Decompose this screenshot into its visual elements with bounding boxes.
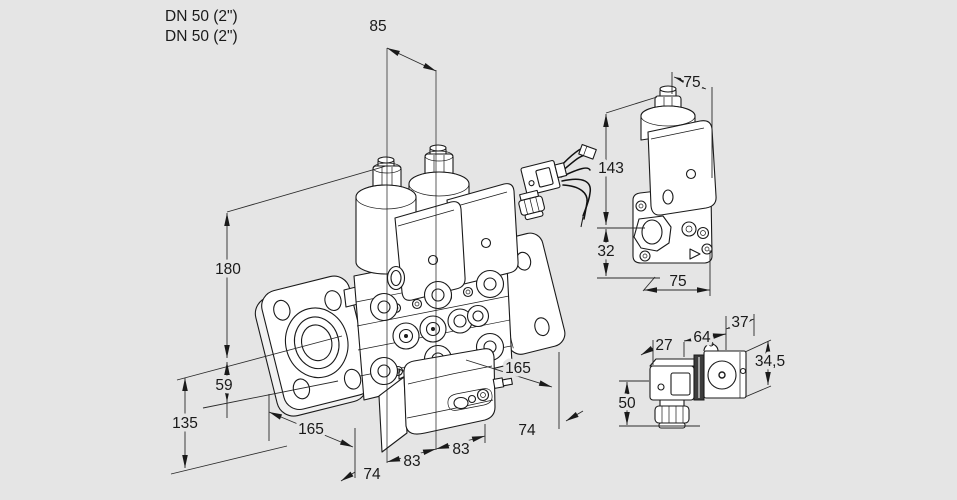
dim-74-bottom-right: 74 bbox=[518, 410, 584, 439]
plug-body bbox=[520, 159, 568, 196]
act-connector-box bbox=[649, 358, 699, 401]
dim-180: 180 bbox=[176, 165, 387, 381]
dim-83-left: 83 bbox=[386, 448, 437, 474]
svg-text:180: 180 bbox=[215, 261, 241, 278]
actuator-drawing bbox=[649, 341, 747, 429]
main-dimensions: DN 50 (2") DN 50 (2") 85 180 59 135 bbox=[165, 8, 584, 483]
dim-75-bottom: 75 bbox=[642, 250, 711, 296]
svg-text:165: 165 bbox=[298, 421, 324, 438]
act-gland-nut bbox=[654, 399, 690, 429]
dim-143: 143 bbox=[595, 96, 658, 229]
sight-glass bbox=[386, 265, 406, 291]
dim-74-bottom-left: 74 bbox=[340, 466, 381, 483]
act-coil-body bbox=[693, 341, 747, 401]
svg-text:85: 85 bbox=[369, 18, 386, 35]
svg-text:83: 83 bbox=[452, 441, 469, 458]
dim-32: 32 bbox=[594, 229, 660, 279]
bottom-regulator-box bbox=[378, 348, 513, 453]
svg-text:34,5: 34,5 bbox=[755, 353, 785, 370]
svg-text:74: 74 bbox=[363, 466, 381, 483]
dim-64: 64 bbox=[683, 316, 727, 357]
dim-135: 135 bbox=[169, 378, 288, 475]
dim-165-right: 165 bbox=[465, 352, 560, 429]
wire-pin bbox=[580, 216, 584, 228]
dim-59: 59 bbox=[202, 362, 339, 418]
svg-text:27: 27 bbox=[655, 337, 672, 354]
dn-label-2: DN 50 (2") bbox=[165, 28, 238, 45]
svg-text:64: 64 bbox=[693, 329, 711, 346]
svg-text:50: 50 bbox=[618, 395, 636, 412]
actuator-dimensions: 27 64 37 34,5 50 bbox=[615, 311, 789, 427]
dn-label-1: DN 50 (2") bbox=[165, 8, 238, 25]
dim-50: 50 bbox=[615, 380, 700, 427]
wire-lug bbox=[578, 144, 597, 160]
plug-gland bbox=[518, 189, 546, 221]
svg-text:75: 75 bbox=[669, 273, 686, 290]
svg-text:32: 32 bbox=[597, 243, 614, 260]
svg-text:83: 83 bbox=[403, 453, 420, 470]
dim-34-5: 34,5 bbox=[744, 339, 789, 398]
dim-83-right: 83 bbox=[435, 424, 486, 462]
svg-text:143: 143 bbox=[598, 160, 624, 177]
vent-nipple bbox=[492, 377, 513, 389]
coil-cover-left bbox=[394, 201, 466, 301]
dim-75-top: 75 bbox=[671, 71, 713, 178]
dim-85: 85 bbox=[369, 18, 437, 463]
dim-27: 27 bbox=[640, 337, 673, 365]
svg-text:135: 135 bbox=[172, 415, 198, 432]
single-valve-drawing bbox=[632, 85, 717, 264]
svg-text:75: 75 bbox=[683, 74, 700, 91]
sv-cover bbox=[647, 120, 717, 216]
cable-connector bbox=[518, 144, 597, 228]
dim-165-left: 165 bbox=[268, 394, 356, 478]
svg-text:37: 37 bbox=[731, 314, 748, 331]
side-view-dimensions: 143 32 75 75 bbox=[594, 71, 713, 296]
svg-text:165: 165 bbox=[505, 360, 531, 377]
svg-text:59: 59 bbox=[215, 377, 232, 394]
svg-text:74: 74 bbox=[518, 422, 536, 439]
flow-arrow-icon bbox=[689, 248, 701, 260]
double-valve-drawing bbox=[254, 144, 566, 453]
dim-37: 37 bbox=[725, 311, 755, 336]
